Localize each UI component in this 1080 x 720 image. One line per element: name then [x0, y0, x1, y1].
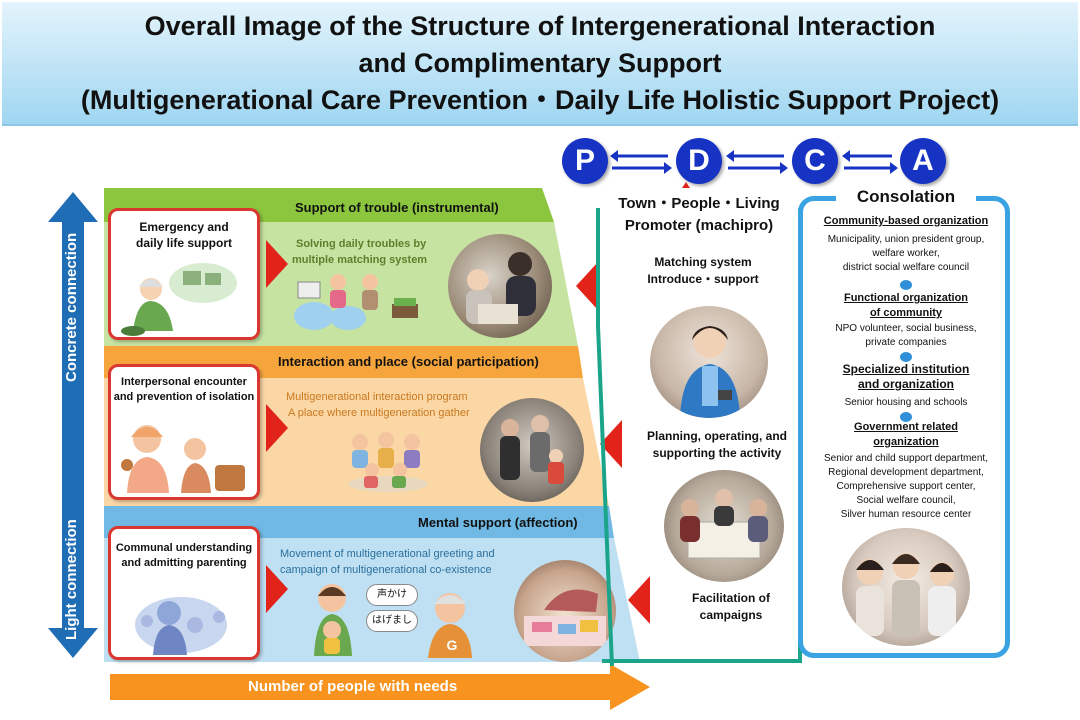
consolation-title: Consolation [836, 187, 976, 207]
band-1-desc: Solving daily troubles by multiple match… [292, 236, 427, 268]
promoter-heading-line: Promoter (machipro) [604, 215, 794, 237]
box-label-line: Communal understanding [111, 541, 257, 556]
org-body-line: Senior and child support department, [806, 452, 1006, 466]
separator-dot [900, 280, 912, 290]
promoter-item-line: campaigns [646, 607, 816, 624]
multigeneration-group-illustration [338, 428, 438, 494]
org-body-line: Silver human resource center [806, 508, 1006, 522]
band-1-title: Support of trouble (instrumental) [295, 200, 499, 215]
photo-volunteers-helping [448, 234, 552, 338]
org-heading-functional: Functional organization of community [806, 291, 1006, 321]
photo-illustration [664, 470, 784, 582]
org-body-government: Senior and child support department, Reg… [806, 452, 1006, 522]
promoter-heading: Town・People・Living Promoter (machipro) [604, 193, 794, 237]
matching-illustration [288, 270, 428, 332]
org-body-line: welfare worker, [806, 247, 1006, 261]
separator-dot [900, 352, 912, 362]
band-3-desc: Movement of multigenerational greeting a… [280, 546, 495, 578]
org-body-line: NPO volunteer, social business, [806, 322, 1006, 336]
promoter-item-line: Introduce・support [618, 271, 788, 288]
photo-illustration [650, 306, 768, 418]
arrow-right-red [266, 404, 288, 452]
org-heading-line: Community-based organization [806, 214, 1006, 229]
speech-bubble-greeting: 声かけ [366, 584, 418, 606]
box-label-line: Interpersonal encounter [111, 375, 257, 390]
org-heading-line: and organization [806, 377, 1006, 392]
desc-line: Movement of multigenerational greeting a… [280, 546, 495, 562]
org-body-line: Municipality, union president group, [806, 233, 1006, 247]
promoter-heading-line: Town・People・Living [604, 193, 794, 215]
crying-parent-illustration [111, 585, 257, 657]
band-3-title: Mental support (affection) [418, 515, 578, 530]
photo-illustration [842, 528, 970, 646]
arrow-right-red [266, 240, 288, 288]
org-body-specialized: Senior housing and schools [806, 396, 1006, 410]
promoter-item-line: Matching system [618, 254, 788, 271]
promoter-item-matching: Matching system Introduce・support [618, 254, 788, 288]
org-body-line: district social welfare council [806, 261, 1006, 275]
org-heading-government: Government related organization [806, 420, 1006, 450]
axis-label-needs: Number of people with needs [248, 678, 457, 695]
promoter-item-planning: Planning, operating, and supporting the … [632, 428, 802, 462]
elderly-woman-illustration [111, 257, 257, 337]
photo-illustration [448, 234, 552, 338]
org-body-functional: NPO volunteer, social business, private … [806, 322, 1006, 350]
org-heading-line: organization [806, 435, 1006, 450]
promoter-item-line: Facilitation of [646, 590, 816, 607]
box-parenting-understanding: Communal understanding and admitting par… [108, 526, 260, 660]
org-heading-line: Government related [806, 420, 1006, 435]
org-body-line: Senior housing and schools [806, 396, 1006, 410]
photo-illustration [480, 398, 584, 502]
box-label-line: and prevention of isolation [111, 390, 257, 405]
desc-line: Multigenerational interaction program [286, 389, 470, 405]
band-2-desc: Multigenerational interaction program A … [286, 389, 470, 421]
box-label-line: daily life support [111, 235, 257, 251]
desc-line: A place where multigeneration gather [286, 405, 470, 421]
box-label-line: Emergency and [111, 219, 257, 235]
desc-line: multiple matching system [292, 252, 427, 268]
photo-women-group [842, 528, 970, 646]
org-heading-line: Specialized institution [806, 362, 1006, 377]
org-heading-specialized: Specialized institution and organization [806, 362, 1006, 392]
org-body-line: private companies [806, 336, 1006, 350]
photo-street-gathering [480, 398, 584, 502]
desc-line: campaign of multigenerational co-existen… [280, 562, 495, 578]
speech-bubble-encourage: はげまし [366, 610, 418, 632]
arrow-left-red [576, 262, 598, 310]
desc-line: Solving daily troubles by [292, 236, 427, 252]
org-heading-community: Community-based organization [806, 214, 1006, 229]
photo-planning-meeting [664, 470, 784, 582]
promoter-frame-left-edge [596, 206, 616, 676]
org-body-line: Regional development department, [806, 466, 1006, 480]
org-body-line: Comprehensive support center, [806, 480, 1006, 494]
org-body-line: Social welfare council, [806, 494, 1006, 508]
box-label-line: and admitting parenting [111, 556, 257, 571]
lonely-elderly-illustration [111, 413, 257, 497]
promoter-item-facilitation: Facilitation of campaigns [646, 590, 816, 624]
promoter-item-line: supporting the activity [632, 445, 802, 462]
box-emergency-support: Emergency and daily life support [108, 208, 260, 340]
band-2-title: Interaction and place (social participat… [278, 354, 539, 369]
svg-text:G: G [447, 637, 458, 653]
box-isolation-prevention: Interpersonal encounter and prevention o… [108, 364, 260, 500]
org-heading-line: Functional organization [806, 291, 1006, 306]
org-body-community: Municipality, union president group, wel… [806, 233, 1006, 275]
promoter-item-line: Planning, operating, and [632, 428, 802, 445]
photo-promoter-woman [650, 306, 768, 418]
org-heading-line: of community [806, 306, 1006, 321]
